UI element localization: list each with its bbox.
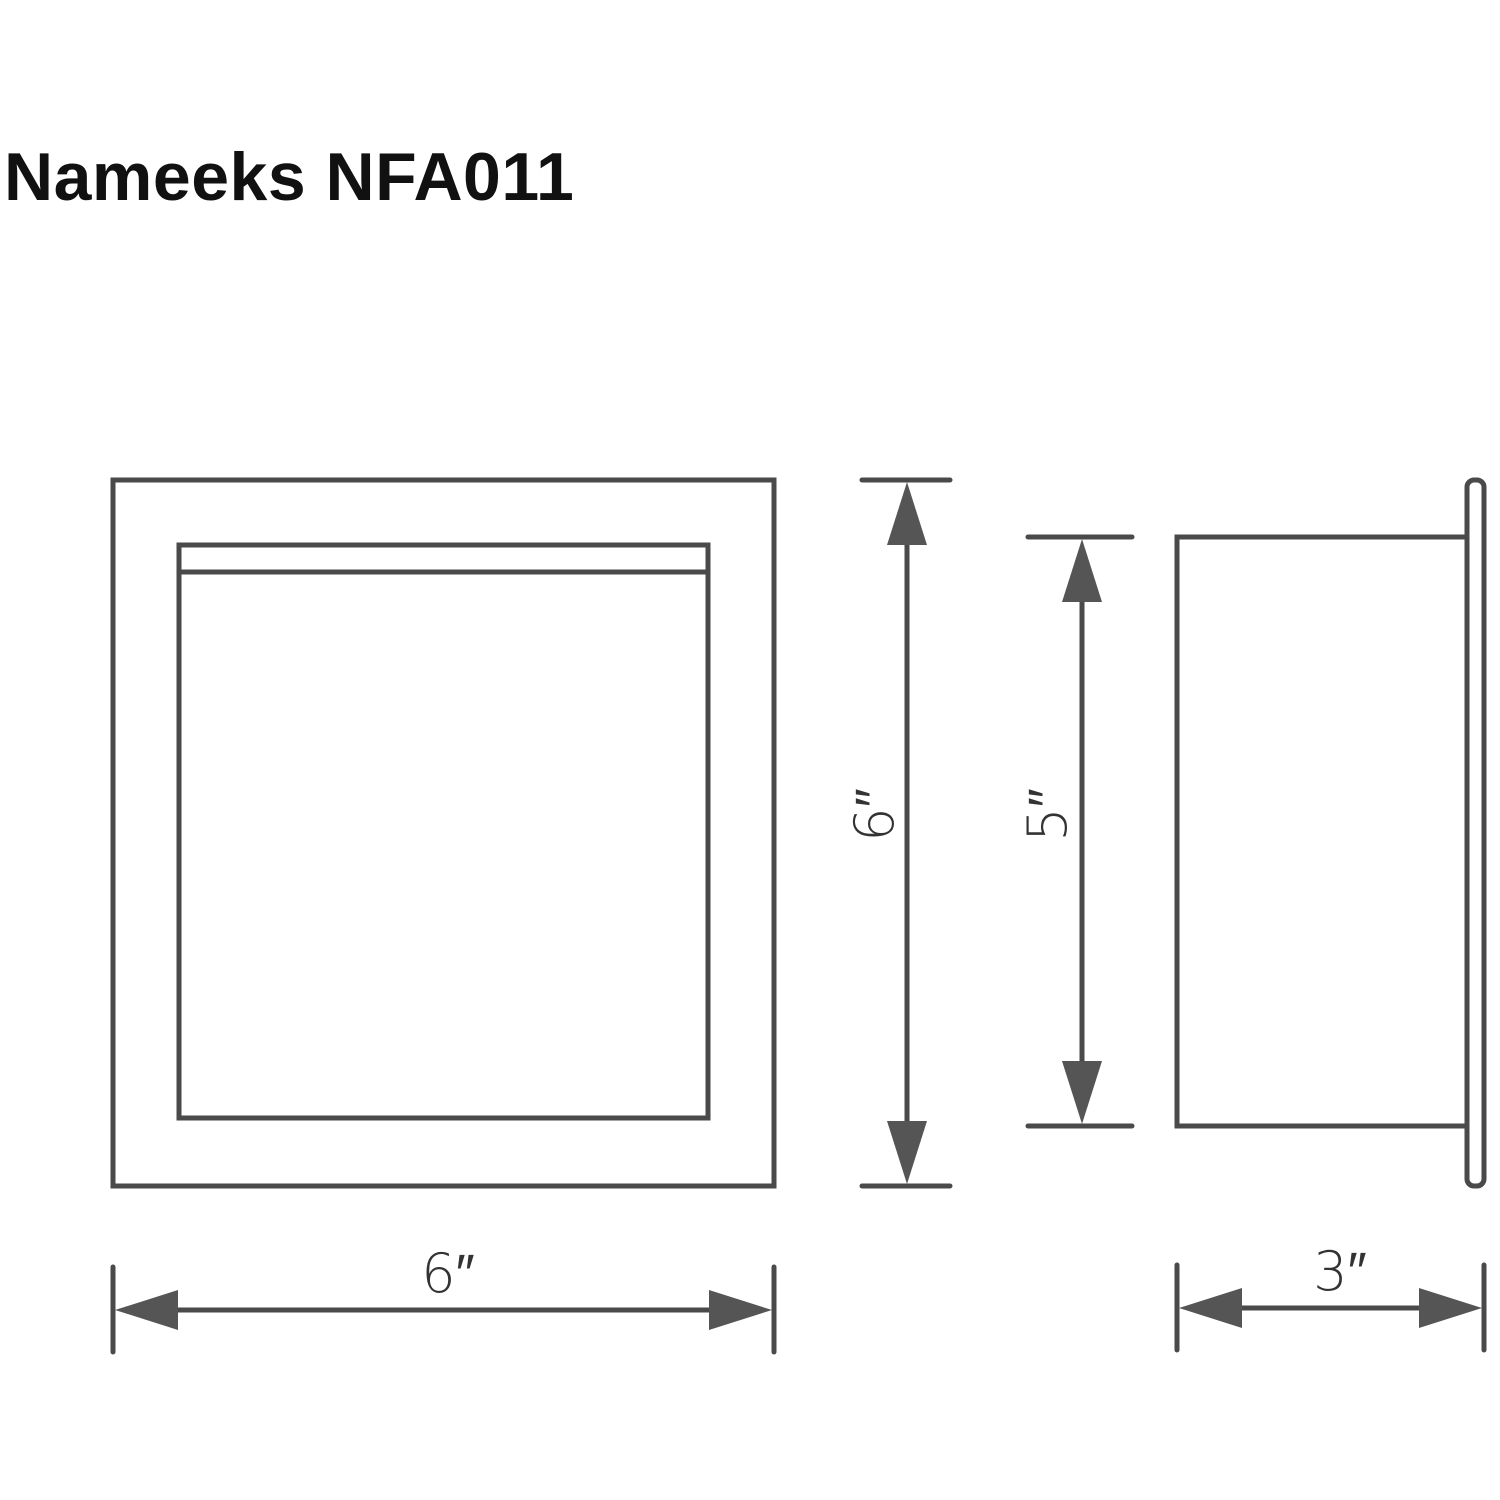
side-flange xyxy=(1464,477,1487,1189)
arrow-left-icon xyxy=(115,1290,178,1330)
arrow-down-icon xyxy=(1062,1061,1102,1124)
dimension-front-width: 6″ xyxy=(110,1242,777,1355)
dimension-front-height: 6″ xyxy=(843,477,953,1189)
dimension-depth: 3″ xyxy=(1174,1240,1487,1353)
side-view xyxy=(1174,477,1487,1189)
dimension-label-depth: 3″ xyxy=(1313,1240,1366,1303)
dimension-label-body-height: 5″ xyxy=(1016,788,1079,841)
arrow-up-icon xyxy=(1062,539,1102,602)
arrow-right-icon xyxy=(1419,1288,1482,1328)
front-view xyxy=(110,477,777,1189)
side-body xyxy=(1174,534,1471,1129)
dimension-body-height: 5″ xyxy=(1016,534,1135,1129)
inner-niche xyxy=(176,542,711,1121)
arrow-up-icon xyxy=(887,482,927,545)
dimension-label-front-width: 6″ xyxy=(421,1242,474,1305)
arrow-right-icon xyxy=(709,1290,772,1330)
arrow-left-icon xyxy=(1179,1288,1242,1328)
arrow-down-icon xyxy=(887,1121,927,1184)
product-title: Nameeks NFA011 xyxy=(4,139,575,215)
dimension-label-front-height: 6″ xyxy=(843,788,906,841)
outer-frame xyxy=(110,477,777,1189)
